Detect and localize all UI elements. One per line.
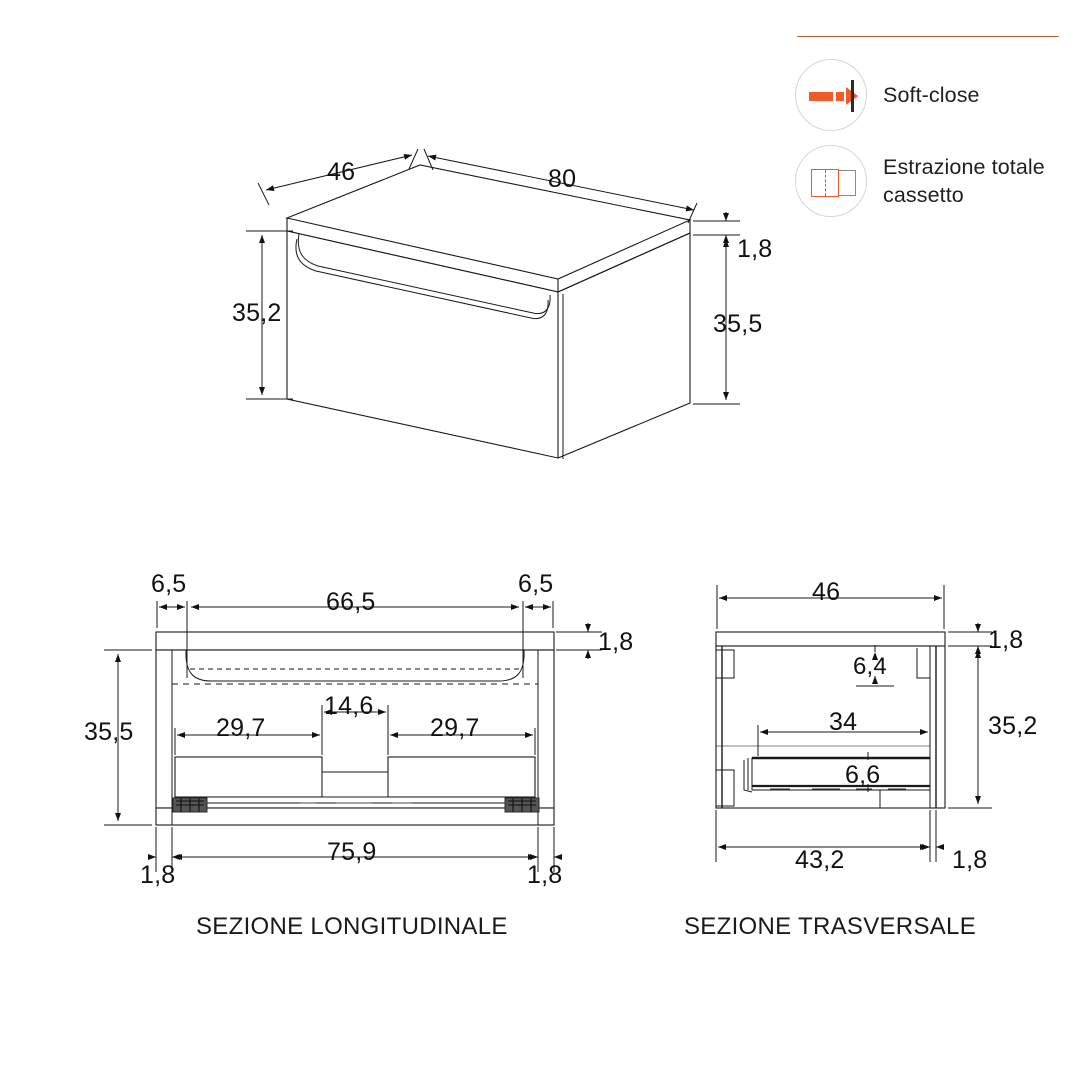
dim-height-352 xyxy=(246,230,293,400)
long-handle-profile xyxy=(185,649,525,682)
dim-label-total-355: 35,5 xyxy=(84,718,134,746)
legend-divider-rule xyxy=(797,36,1059,37)
caption-longitudinal-section: SEZIONE LONGITUDINALE xyxy=(196,913,508,940)
dim-label-trans-46: 46 xyxy=(812,578,841,606)
dim-label-inner-width: 75,9 xyxy=(327,838,377,866)
soft-close-stop-bar xyxy=(851,80,854,112)
dim-label-top-18: 1,8 xyxy=(737,235,773,263)
dim-label-left-inset: 6,5 xyxy=(151,570,187,598)
dim-label-side-thk-right: 1,8 xyxy=(527,861,563,889)
dim-label-depth-46: 46 xyxy=(327,158,356,186)
dim-top-18 xyxy=(693,212,740,244)
soft-close-icon xyxy=(795,59,867,131)
dim-trans-18 xyxy=(948,623,992,655)
legend-item-soft-close: Soft-close xyxy=(795,59,1080,131)
dim-body-355 xyxy=(693,234,740,405)
dim-label-trans-64: 6,4 xyxy=(853,653,887,680)
legend-item-full-extraction: Estrazione totale cassetto xyxy=(795,145,1080,217)
dim-label-trans-back: 1,8 xyxy=(952,846,988,874)
caption-transversal-section: SEZIONE TRASVERSALE xyxy=(684,913,977,940)
dim-trans-46 xyxy=(716,585,945,629)
dim-long-bottom xyxy=(148,827,562,872)
dim-trans-352 xyxy=(948,645,992,809)
dim-label-trans-66: 6,6 xyxy=(845,761,881,789)
legend-label-full-extraction: Estrazione totale cassetto xyxy=(883,154,1045,207)
soft-close-arrow-shaft xyxy=(809,91,833,101)
dim-label-height-352: 35,2 xyxy=(232,299,282,327)
dim-trans-64 xyxy=(856,645,894,687)
dim-label-trans-432: 43,2 xyxy=(795,846,845,874)
extraction-dashed-divider xyxy=(824,170,826,196)
legend-label-soft-close: Soft-close xyxy=(883,82,980,107)
dim-label-right-inset: 6,5 xyxy=(518,570,554,598)
dim-depth-46 xyxy=(257,148,419,206)
soft-close-arrow-segment xyxy=(836,91,844,101)
dim-width-80 xyxy=(423,148,698,224)
dim-label-drawer-right: 29,7 xyxy=(430,714,480,742)
dim-label-side-thk-left: 1,8 xyxy=(140,861,176,889)
full-extraction-drawer-icon xyxy=(795,145,867,217)
dim-label-body-355: 35,5 xyxy=(713,310,763,338)
dim-long-top xyxy=(156,601,554,678)
dim-label-drawer-left: 29,7 xyxy=(216,714,266,742)
handle-groove xyxy=(295,233,551,320)
dim-trans-34 xyxy=(757,725,931,756)
long-drawer-box xyxy=(174,756,536,804)
trans-notches xyxy=(716,649,735,807)
dim-label-long-18: 1,8 xyxy=(598,628,634,656)
cabinet-body xyxy=(286,230,691,459)
dim-label-trans-352: 35,2 xyxy=(988,712,1038,740)
long-side-walls xyxy=(171,650,539,825)
dim-label-trans-18: 1,8 xyxy=(988,626,1024,654)
dim-long-355 xyxy=(104,649,152,826)
dim-long-mid xyxy=(174,705,536,755)
dim-label-handle-span: 66,5 xyxy=(326,588,376,616)
long-slide-hardware xyxy=(172,797,540,813)
feature-legend: Soft-close Estrazione totale cassetto xyxy=(795,30,1080,231)
dim-trans-bottom xyxy=(715,810,944,862)
dim-label-width-80: 80 xyxy=(548,165,577,193)
dim-label-trans-34: 34 xyxy=(829,708,858,736)
trans-drawer xyxy=(743,756,931,793)
dim-label-drawer-center: 14,6 xyxy=(324,692,374,720)
dim-long-18 xyxy=(556,623,602,659)
